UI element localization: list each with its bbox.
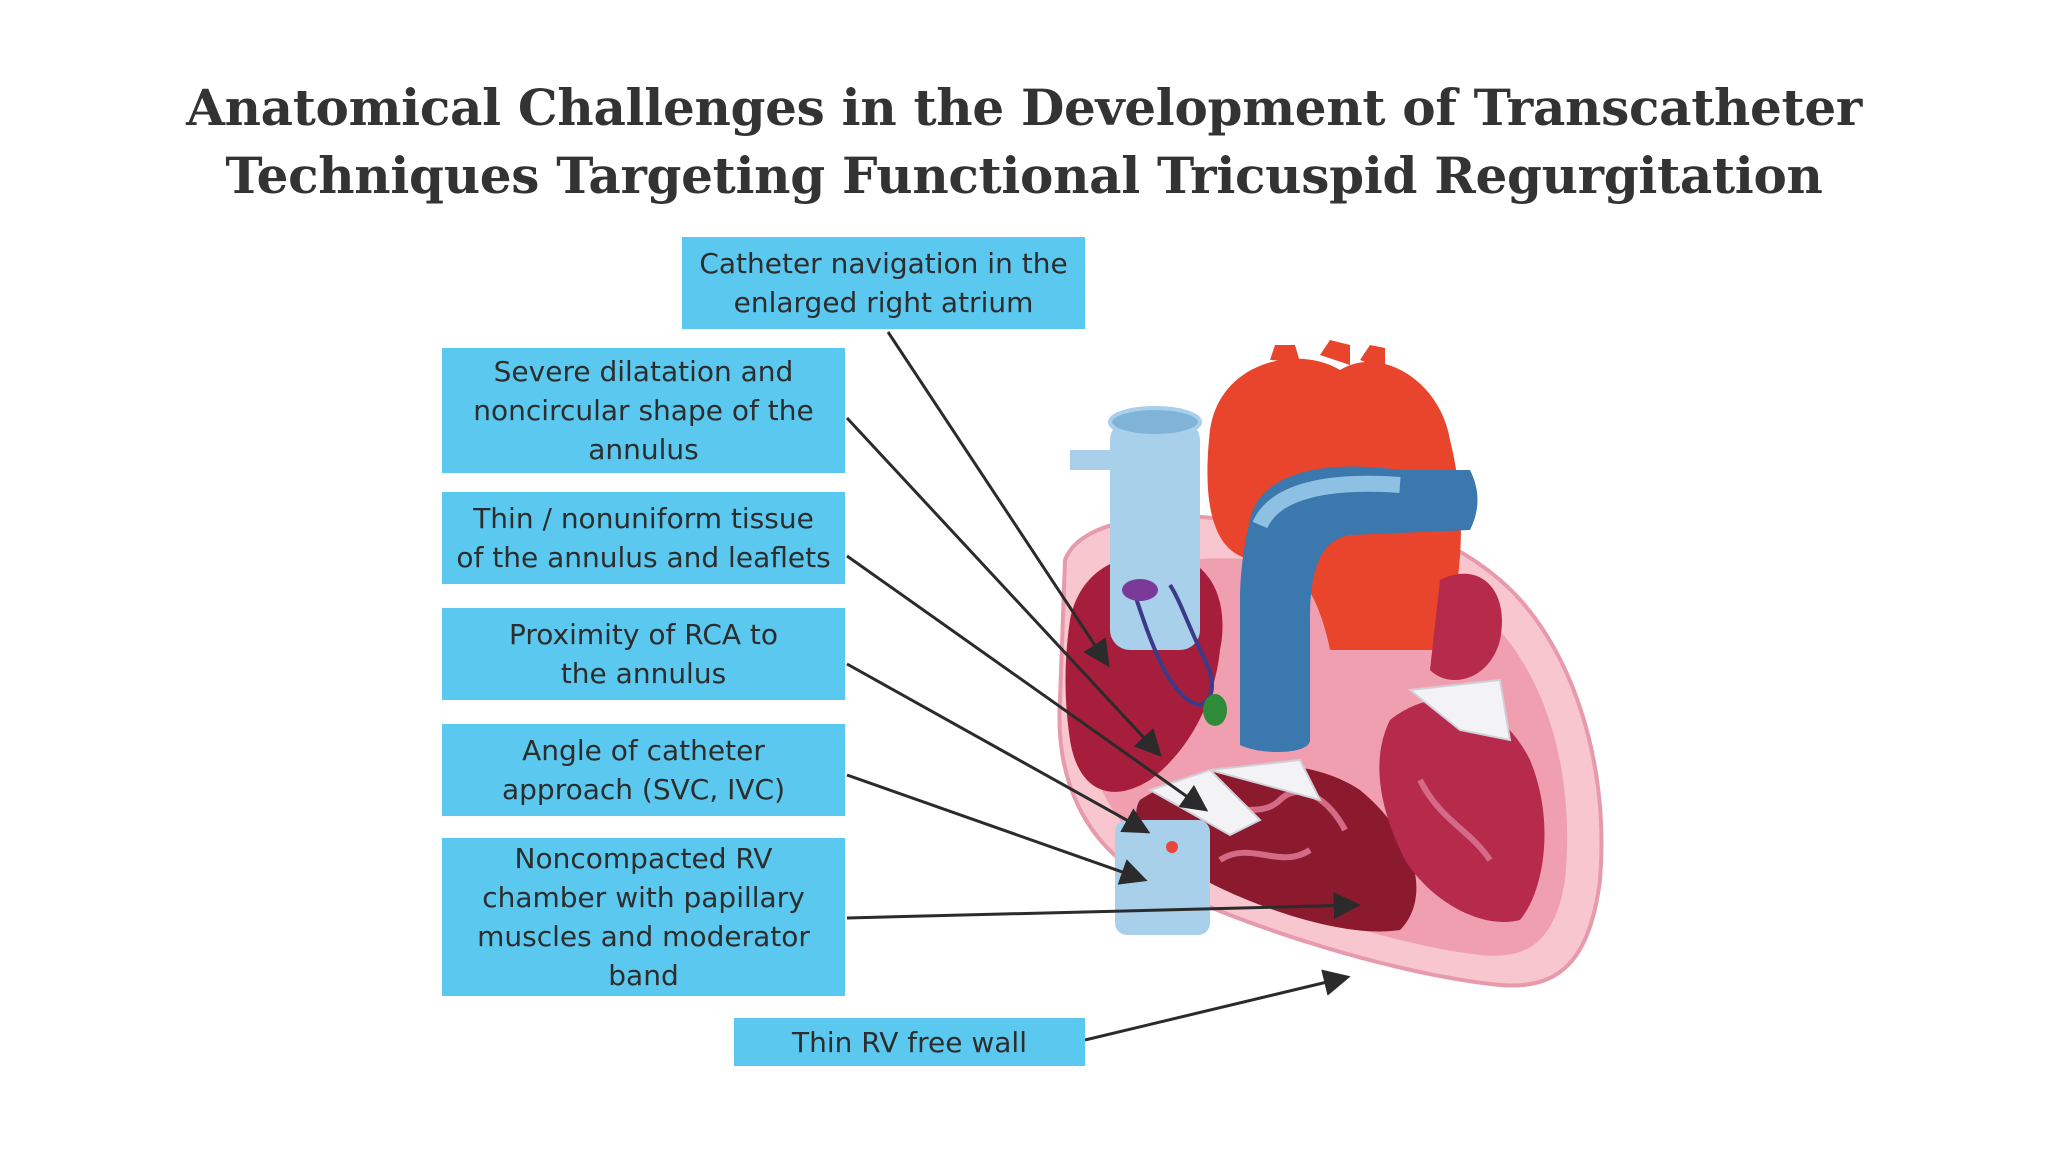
label-text: Severe dilatation and [493, 355, 794, 388]
label-text: the annulus [560, 657, 727, 690]
title-line-1: Anatomical Challenges in the Development… [186, 78, 1862, 137]
arrow-thin-rv-wall [1084, 969, 1351, 1042]
mitral-valve [1407, 678, 1512, 742]
arrow-catheter-navigation [886, 331, 1110, 668]
aorta-branches [1270, 340, 1385, 370]
label-text: Catheter navigation in the [699, 247, 1068, 280]
left-ventricle [1379, 699, 1545, 922]
label-noncompacted-rv: Noncompacted RV chamber with papillary m… [442, 838, 845, 996]
arrow-annulus-dilatation [845, 416, 1162, 757]
label-text: noncircular shape of the [473, 394, 814, 427]
label-catheter-navigation: Catheter navigation in the enlarged righ… [682, 237, 1085, 329]
label-text: Thin / nonuniform tissue [473, 502, 814, 535]
label-text: Thin RV free wall [792, 1025, 1027, 1059]
label-text: of the annulus and leaflets [456, 541, 831, 574]
left-atrium [1430, 573, 1502, 680]
heart-illustration [1057, 340, 1604, 988]
label-text: chamber with papillary [482, 881, 805, 914]
diagram-title: Anatomical Challenges in the Development… [124, 74, 1924, 210]
pulmonary-artery [1240, 466, 1478, 752]
label-thin-rv-wall: Thin RV free wall [734, 1018, 1085, 1066]
arrow-thin-tissue [846, 554, 1209, 812]
label-annulus-dilatation: Severe dilatation and noncircular shape … [442, 348, 845, 473]
rca-marker [1203, 694, 1227, 726]
label-text: enlarged right atrium [733, 286, 1034, 319]
label-text: approach (SVC, IVC) [501, 773, 786, 806]
title-line-2: Techniques Targeting Functional Tricuspi… [225, 146, 1823, 205]
label-rca-proximity: Proximity of RCA to the annulus [442, 608, 845, 700]
arrow-noncompacted-rv [846, 892, 1361, 920]
label-text: Noncompacted RV [514, 842, 773, 875]
annotation-arrows [845, 331, 1361, 1042]
label-text: band [608, 959, 679, 992]
label-text: muscles and moderator [477, 920, 810, 953]
arrow-catheter-angle [846, 773, 1148, 885]
pulmonary-artery-highlight [1252, 475, 1401, 529]
svc-opening [1108, 406, 1202, 438]
label-catheter-angle: Angle of catheter approach (SVC, IVC) [442, 724, 845, 816]
catheter-device [1122, 579, 1158, 601]
svc-branch [1070, 450, 1110, 470]
rca-dot [1166, 841, 1178, 853]
label-text: Angle of catheter [522, 734, 765, 767]
label-text: annulus [588, 433, 699, 466]
label-text: Proximity of RCA to [508, 618, 779, 651]
catheter-line [1133, 583, 1214, 708]
tricuspid-valve [1147, 758, 1322, 837]
inferior-vena-cava [1115, 820, 1210, 935]
label-thin-tissue: Thin / nonuniform tissue of the annulus … [442, 492, 845, 584]
arrow-rca-proximity [846, 662, 1151, 834]
